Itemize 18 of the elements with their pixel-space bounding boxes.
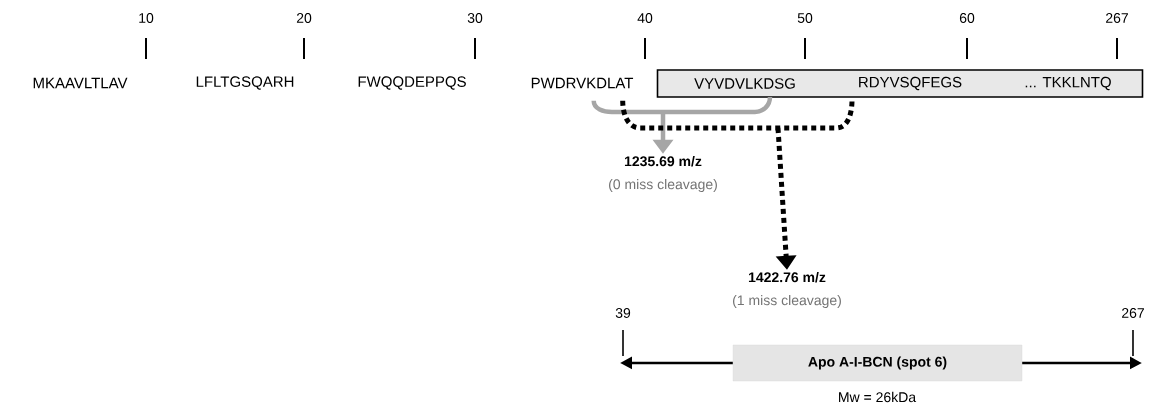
position-number: 40 [637,13,653,23]
sequence-text: LFLTGSQARH [196,76,294,90]
mass-label: 1422.76 m/z (1 miss cleavage) [733,271,841,308]
position-number: 60 [959,13,975,23]
sequence-text: FWQQDEPPQS [358,76,466,90]
sequence-text: MKAAVLTLAV [33,77,128,89]
mass-note: Mw = 26kDa [839,391,917,403]
sequence-box: VYVDVLKDSG RDYVSQFEGS ... TKKLNTQ [656,69,1144,98]
position-number: 39 [615,308,631,318]
protein-box: Apo A-I-BCN (spot 6) [732,344,1023,382]
position-number: 20 [296,13,312,23]
position-number: 267 [1122,308,1144,318]
position-number: 50 [797,13,813,23]
position-number: 30 [467,13,483,23]
mass-label: 1235.69 m/z (0 miss cleavage) [609,155,717,192]
position-number: 267 [1106,13,1128,23]
position-number: 10 [139,13,154,23]
sequence-text: PWDRVKDLAT [531,77,634,89]
